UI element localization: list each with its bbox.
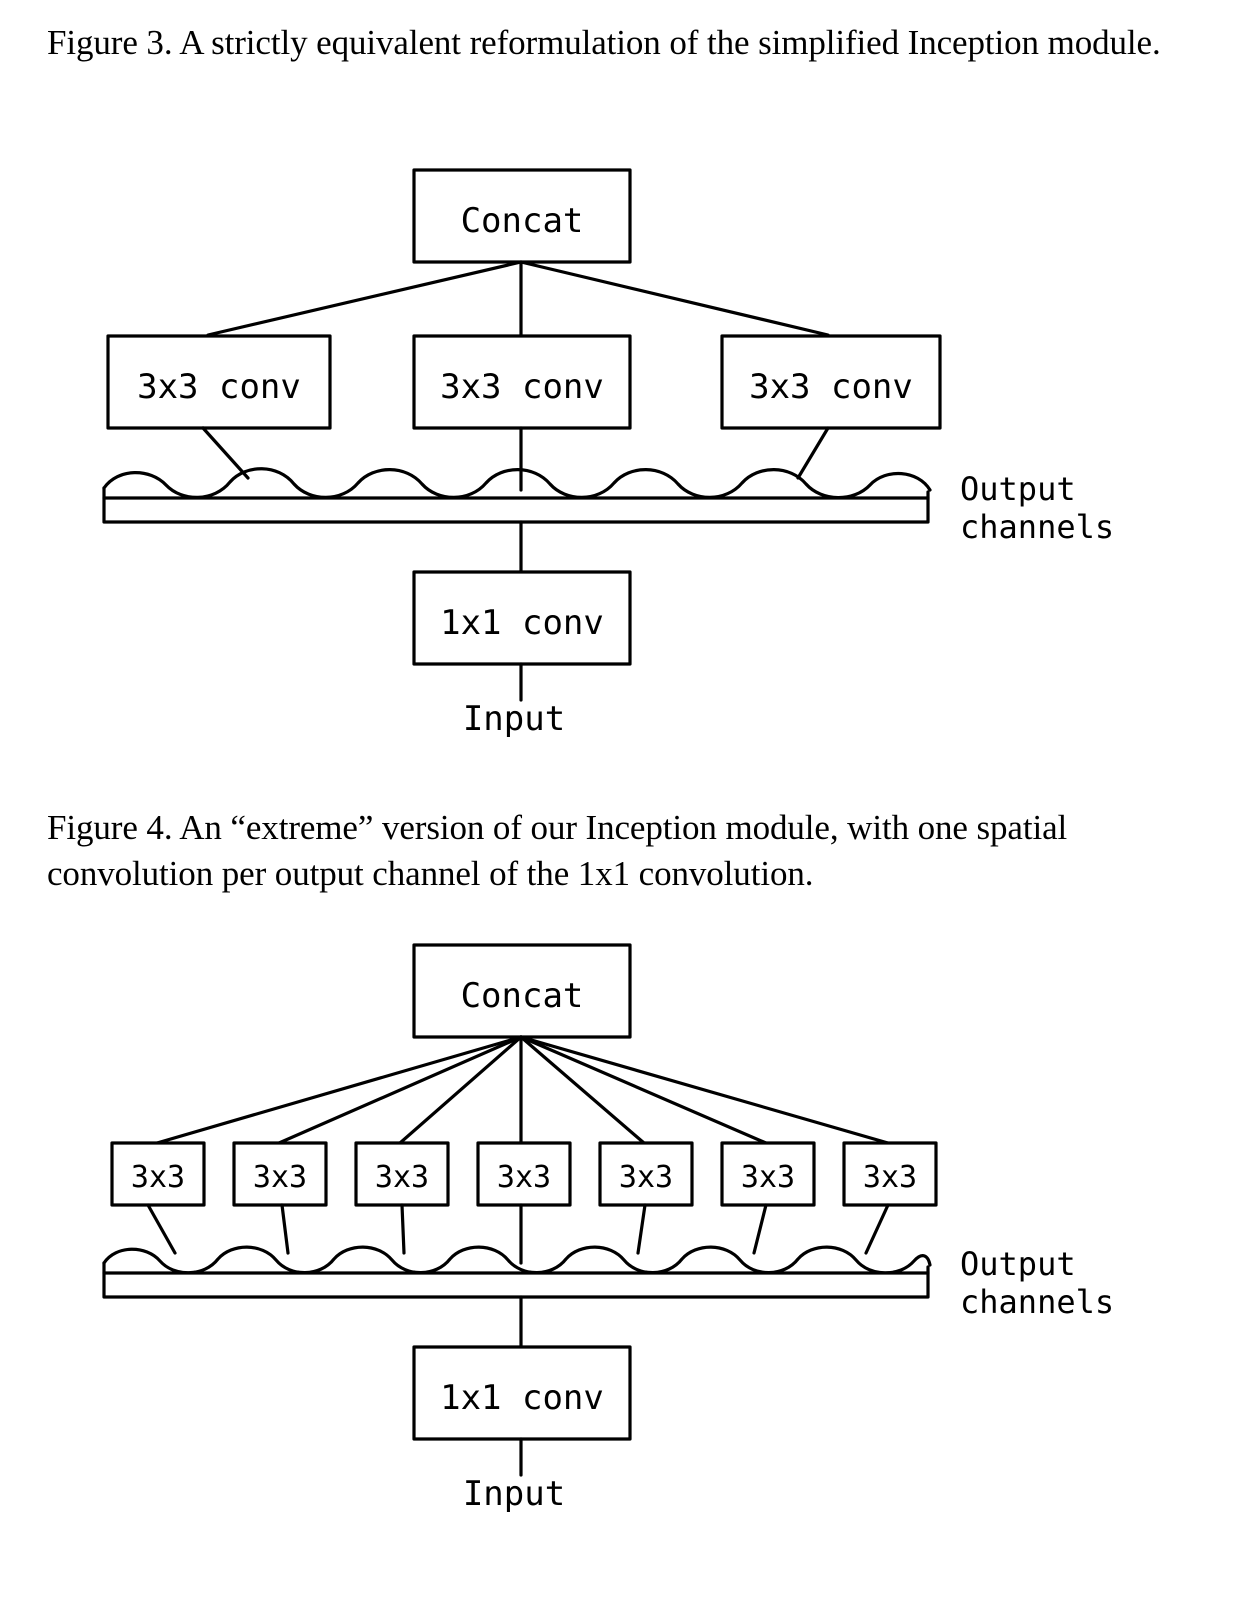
edge-branch-7-to-bar — [864, 1203, 890, 1255]
output-channels-label-line1: Output — [960, 1245, 1076, 1283]
figure-4-svg: Concat 3x3 3x3 3x3 3x3 3x3 3x3 3x3 Outpu… — [102, 943, 1114, 1514]
conv1x1-box — [412, 1345, 632, 1441]
conv-mid-label: 3x3 conv — [440, 367, 604, 407]
output-channels-label-line2: channels — [960, 1283, 1114, 1321]
edge-branch-5-to-bar — [636, 1203, 647, 1255]
edge-concat-to-conv-right — [519, 260, 830, 337]
edge-concat-to-branch-3 — [398, 1035, 523, 1145]
edge-concat-to-branch-5 — [519, 1035, 646, 1145]
branch-box-1 — [110, 1141, 206, 1207]
output-channels-label-line1: Output — [960, 470, 1076, 508]
branch-label-5: 3x3 — [619, 1160, 673, 1195]
output-channels-bar — [102, 1261, 930, 1299]
conv-box-right — [720, 334, 942, 430]
branch-label-1: 3x3 — [131, 1160, 185, 1195]
branch-label-4: 3x3 — [497, 1160, 551, 1195]
conv1x1-label: 1x1 conv — [440, 603, 604, 643]
branch-box-7 — [842, 1141, 938, 1207]
figure-3-svg: Concat 3x3 conv 3x3 conv 3x3 conv Output… — [102, 168, 1114, 739]
output-channels-label-line2: channels — [960, 508, 1114, 546]
edge-branch-1-to-bar — [146, 1203, 177, 1255]
output-channels-bar — [102, 486, 930, 524]
figure-3-caption: Figure 3. A strictly equivalent reformul… — [47, 23, 1161, 62]
edge-concat-to-branch-7 — [519, 1035, 890, 1145]
edge-branch-2-to-bar — [280, 1203, 290, 1255]
input-label: Input — [463, 699, 565, 739]
concat-label: Concat — [461, 201, 584, 241]
concat-label: Concat — [461, 976, 584, 1016]
conv-right-label: 3x3 conv — [749, 367, 913, 407]
branch-box-6 — [720, 1141, 816, 1207]
concat-box — [412, 168, 632, 264]
figure-4-caption: Figure 4. An “extreme” version of our In… — [47, 808, 1068, 894]
branch-box-2 — [232, 1141, 328, 1207]
conv1x1-label: 1x1 conv — [440, 1378, 604, 1418]
branch-label-3: 3x3 — [375, 1160, 429, 1195]
edge-concat-to-branch-2 — [277, 1035, 523, 1145]
figure-4-diagram: Concat 3x3 3x3 3x3 3x3 3x3 3x3 3x3 Outpu… — [0, 915, 1253, 1555]
branch-label-6: 3x3 — [741, 1160, 795, 1195]
branch-box-4 — [476, 1141, 572, 1207]
edge-conv-right-to-bar — [796, 426, 830, 480]
branch-label-2: 3x3 — [253, 1160, 307, 1195]
figure-3-diagram: Concat 3x3 conv 3x3 conv 3x3 conv Output… — [0, 140, 1253, 780]
edge-concat-to-branch-1 — [155, 1035, 523, 1145]
output-channels-wave — [102, 467, 932, 500]
conv-left-label: 3x3 conv — [137, 367, 301, 407]
edge-concat-to-conv-left — [206, 260, 523, 337]
output-channels-wave — [102, 1245, 932, 1275]
edge-conv-left-to-bar — [201, 426, 250, 480]
edge-branch-3-to-bar — [400, 1203, 406, 1255]
conv1x1-box — [412, 570, 632, 666]
conv-box-left — [106, 334, 332, 430]
edge-branch-6-to-bar — [752, 1203, 768, 1255]
input-label: Input — [463, 1474, 565, 1514]
branch-label-7: 3x3 — [863, 1160, 917, 1195]
concat-box — [412, 943, 632, 1039]
edge-concat-to-branch-6 — [519, 1035, 768, 1145]
